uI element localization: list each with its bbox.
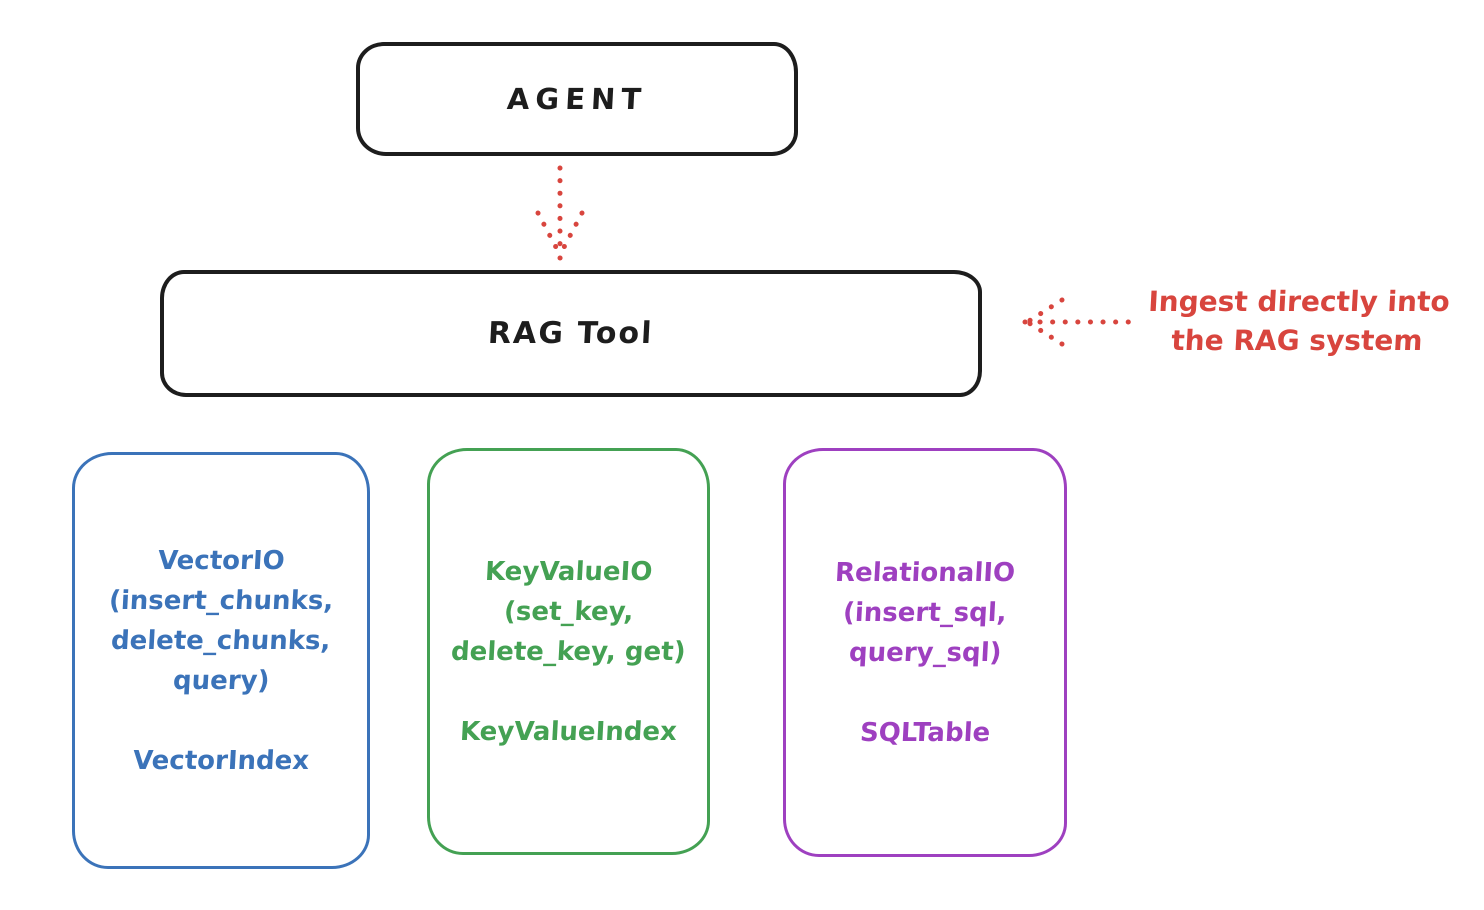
key-value-io-title: KeyValueIO (484, 556, 653, 587)
key-value-io-methods-line2: delete_key, get) (450, 636, 687, 667)
agent-node: AGENT (356, 42, 798, 156)
agent-node-label: AGENT (506, 82, 648, 116)
relational-io-methods-line1: (insert_sql, (842, 597, 1008, 628)
vector-io-methods-line2: delete_chunks, (110, 625, 332, 656)
vector-io-methods-line3: query) (171, 665, 270, 696)
ingest-annotation: Ingest directly into the RAG system (1120, 282, 1476, 360)
vector-io-methods-line1: (insert_chunks, (108, 585, 334, 616)
key-value-io-node: KeyValueIO (set_key, delete_key, get) Ke… (427, 448, 710, 855)
agent-to-rag-tool-arrow (535, 165, 585, 261)
relational-io-node: RelationalIO (insert_sql, query_sql) SQL… (783, 448, 1067, 857)
rag-tool-node: RAG Tool (160, 270, 982, 397)
vector-io-title: VectorIO (156, 545, 286, 576)
key-value-index-label: KeyValueIndex (459, 716, 678, 747)
vector-io-node: VectorIO (insert_chunks, delete_chunks, … (72, 452, 370, 869)
key-value-io-methods-line1: (set_key, (502, 596, 635, 627)
vector-index-label: VectorIndex (132, 745, 310, 776)
relational-io-methods-line2: query_sql) (847, 637, 1002, 668)
ingest-annotation-arrow (1022, 297, 1133, 347)
ingest-annotation-line1: Ingest directly into (1147, 285, 1451, 318)
relational-io-title: RelationalIO (834, 557, 1016, 588)
ingest-annotation-line2: the RAG system (1170, 324, 1424, 357)
rag-tool-node-label: RAG Tool (487, 316, 655, 351)
sql-table-label: SQLTable (859, 717, 991, 748)
